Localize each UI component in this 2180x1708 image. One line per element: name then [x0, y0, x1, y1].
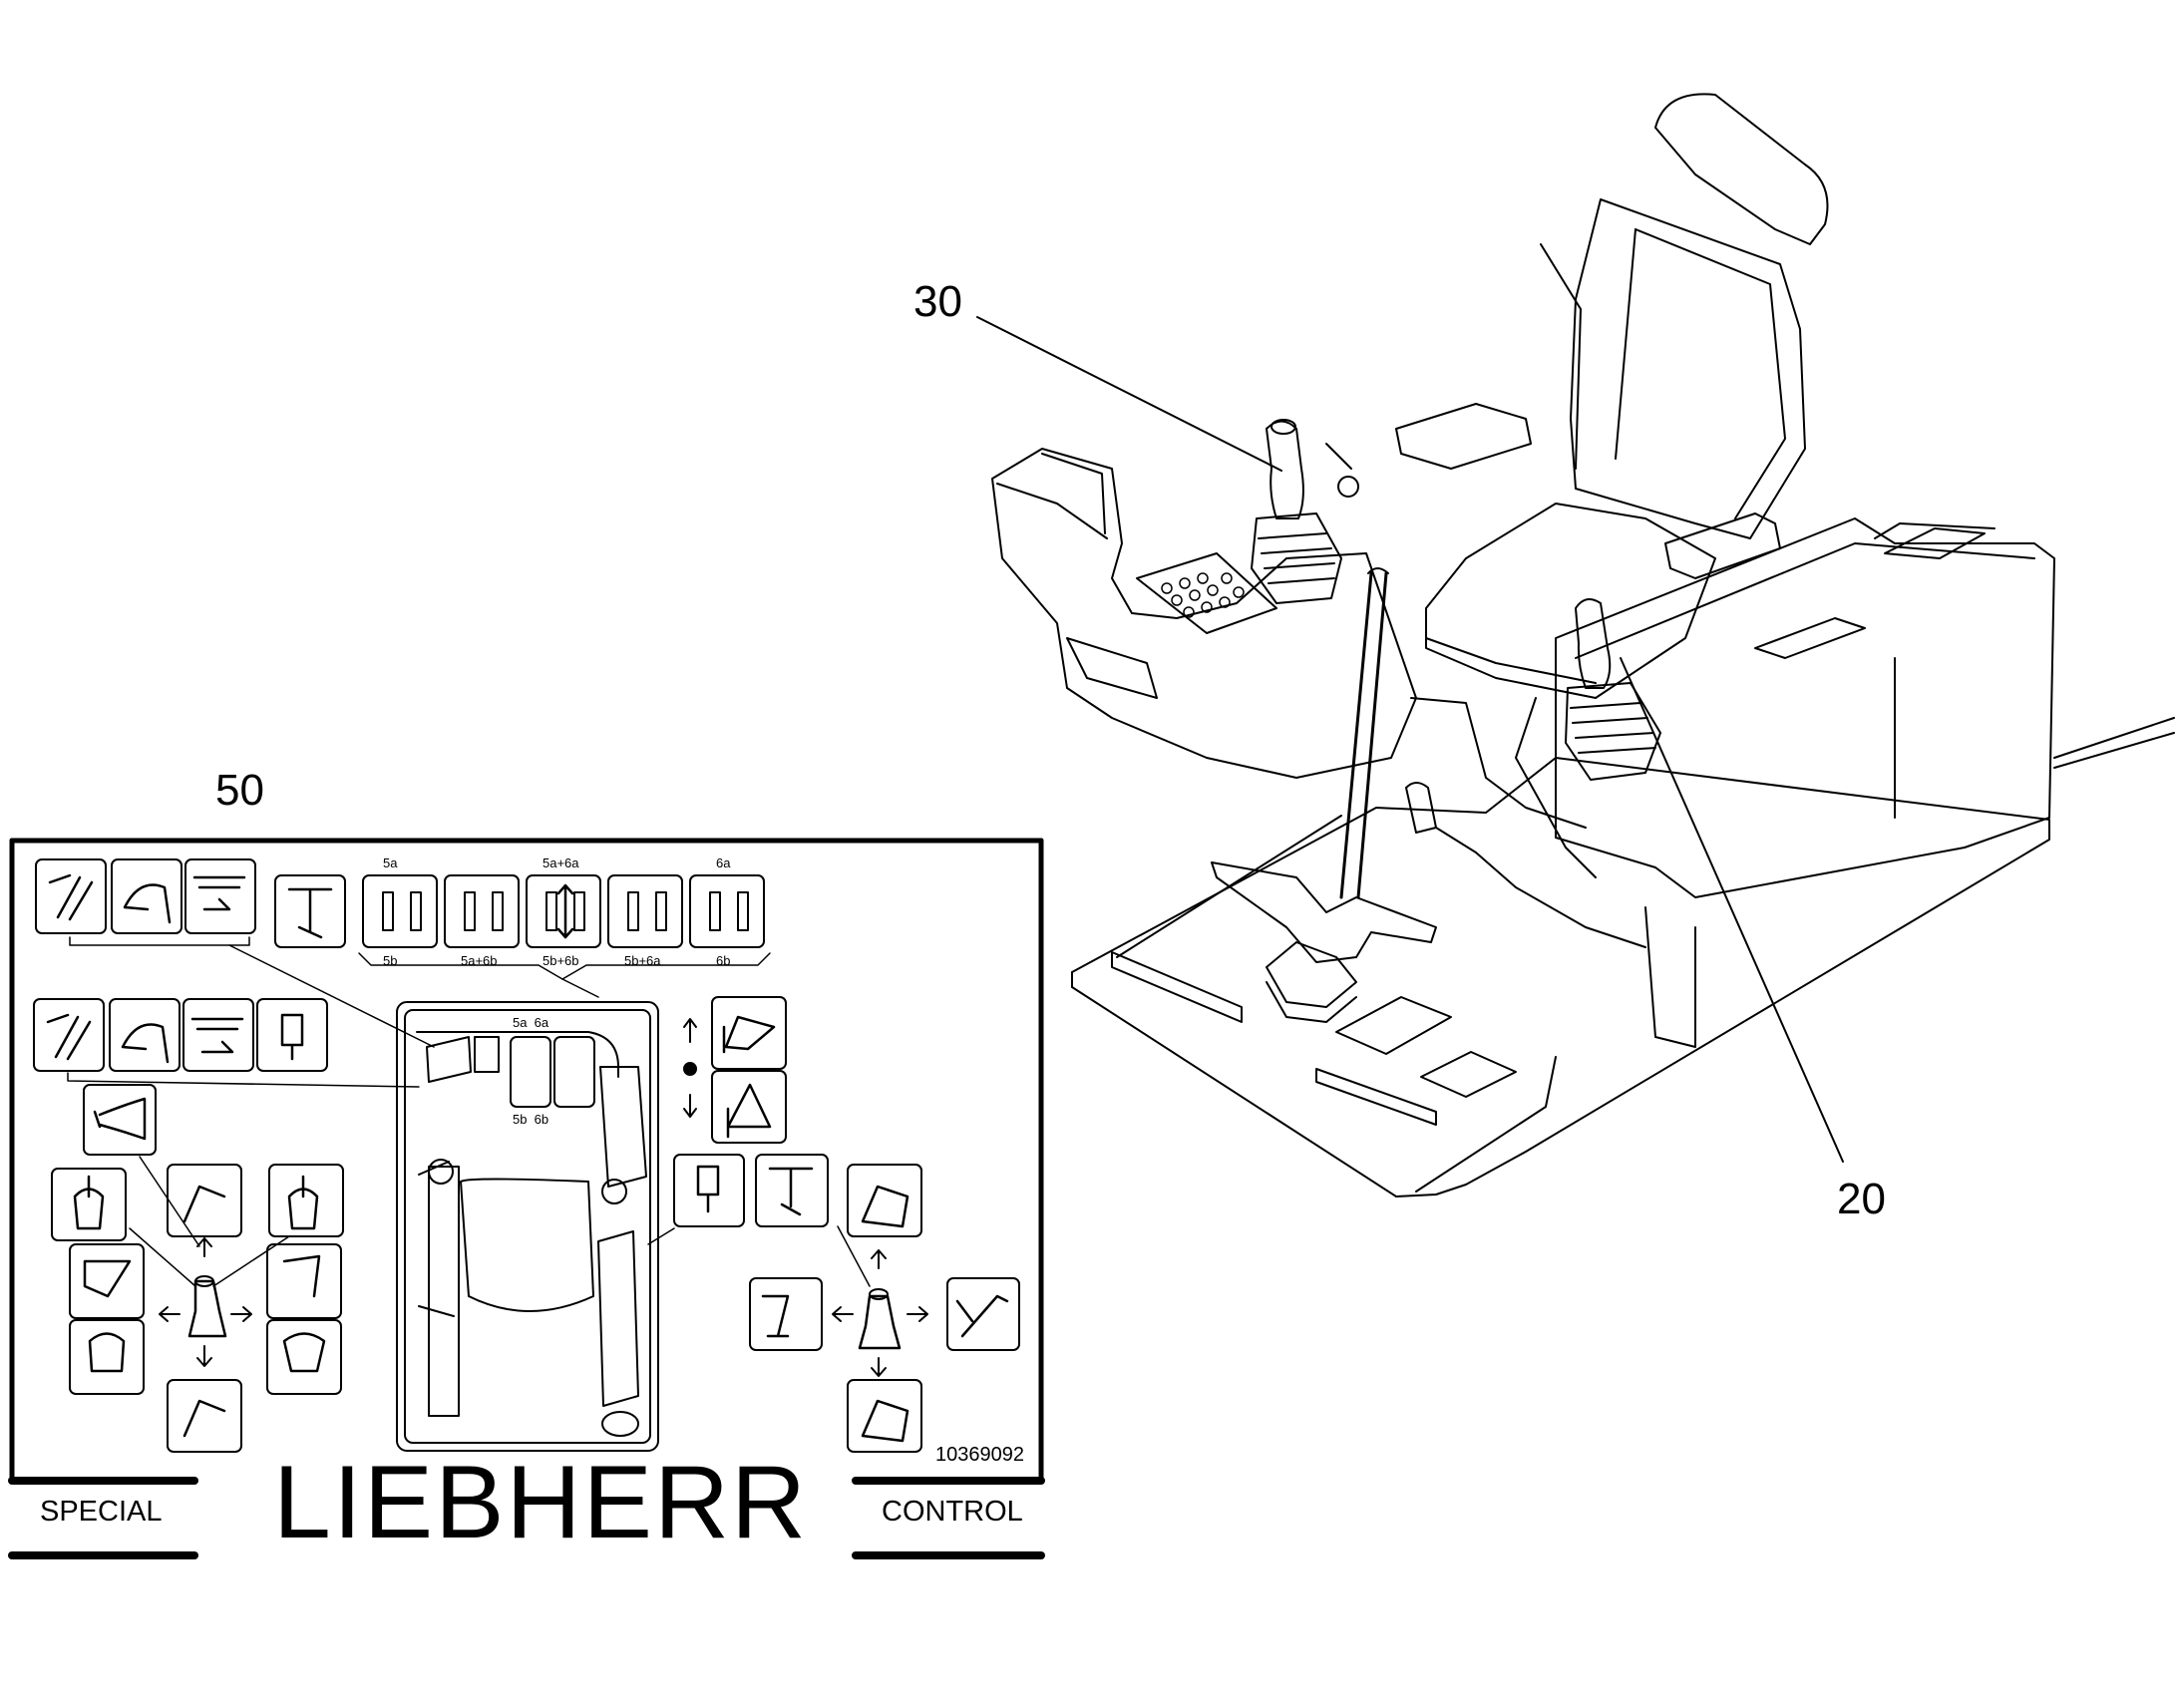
callout-20: 20 [1837, 1175, 1886, 1223]
travel-right-icon [607, 874, 683, 948]
control-tag: CONTROL [882, 1496, 1023, 1528]
travel-straight-icon [526, 874, 601, 948]
part-number: 10369092 [935, 1444, 1024, 1466]
cab-label-upper: 5a 6a [513, 1015, 549, 1030]
travel-reverse-icon [689, 874, 765, 948]
bottom-label-6b: 6b [716, 953, 731, 968]
bottom-label-5b: 5b [383, 953, 398, 968]
top-label-5a: 5a [383, 855, 398, 870]
travel-left-icon [444, 874, 520, 948]
horn-icon [83, 1084, 157, 1156]
hydraulic-tool-icon [673, 1154, 745, 1227]
floor-hatch-2 [1420, 1051, 1517, 1098]
right-console [1555, 517, 2055, 898]
cab-plan [396, 1001, 659, 1452]
callout-30: 30 [913, 277, 962, 326]
cylinder-extend-icon [182, 998, 254, 1072]
cab-label-lower: 5b 6b [513, 1112, 549, 1127]
left-console [991, 448, 1417, 779]
right-joystick [1565, 598, 1661, 781]
cylinder-retract-icon [184, 858, 256, 934]
right-joystick-diagram [749, 1164, 1020, 1453]
operator-seat [1395, 93, 1829, 878]
bucket-raise-icon [711, 996, 787, 1070]
seat-plan [460, 1178, 594, 1312]
travel-forward-icon [362, 874, 438, 948]
special-tag: SPECIAL [40, 1496, 163, 1528]
left-joystick [1251, 419, 1359, 604]
top-label-6a: 6a [716, 855, 731, 870]
hydraulic-tool-icon [256, 998, 328, 1072]
left-joystick-diagram [51, 1164, 344, 1453]
brand-logo-text: LIEBHERR [273, 1445, 809, 1560]
floor-hatch-1 [1335, 996, 1452, 1055]
boom-curve-icon [109, 998, 181, 1072]
callout-50: 50 [215, 766, 264, 815]
control-decal [8, 838, 1045, 1559]
floor-plate [1071, 757, 2050, 1197]
travel-pedals [1211, 861, 1437, 963]
travel-mode-tiles [362, 874, 765, 948]
operator-cab-illustration [976, 93, 2175, 1197]
bottom-label-5b-6b: 5b+6b [543, 953, 579, 968]
boom-cylinders-icon [33, 998, 105, 1072]
bottom-label-5b-6a: 5b+6a [624, 953, 661, 968]
bottom-label-5a-6b: 5a+6b [461, 953, 498, 968]
travel-straight-icon [274, 874, 346, 948]
boom-curve-icon [111, 858, 182, 934]
armrest-perforation [1161, 572, 1245, 618]
bucket-lower-icon [711, 1070, 787, 1144]
leader-line-30 [976, 316, 1282, 472]
top-label-5a-6a: 5a+6a [543, 855, 579, 870]
boom-cylinders-icon [35, 858, 107, 934]
travel-straight-icon [755, 1154, 829, 1227]
